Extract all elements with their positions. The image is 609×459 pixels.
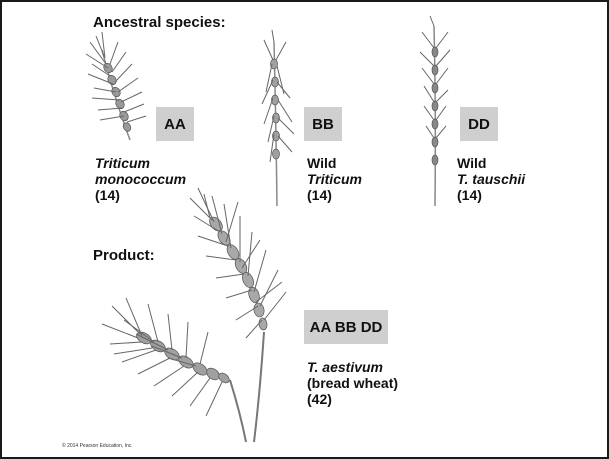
- species-caption-monococcum: Triticum monococcum (14): [95, 155, 186, 203]
- copyright-notice: © 2014 Pearson Education, Inc.: [62, 443, 133, 449]
- genome-label-aa: AA: [156, 107, 194, 141]
- bread-wheat-illustration: [102, 188, 286, 442]
- tauschii-spike-illustration: [420, 16, 450, 206]
- chromosome-count: (14): [307, 187, 362, 203]
- chromosome-count: (14): [95, 187, 186, 203]
- product-chromosome-count: (42): [307, 391, 398, 407]
- genome-label-dd: DD: [460, 107, 498, 141]
- species-name-line1: Wild: [307, 155, 362, 171]
- species-caption-tauschii: Wild T. tauschii (14): [457, 155, 525, 203]
- wild-triticum-spike-illustration: [262, 30, 294, 206]
- product-name: T. aestivum: [307, 359, 398, 375]
- species-name-line2: T. tauschii: [457, 171, 525, 187]
- species-name-line2: monococcum: [95, 171, 186, 187]
- product-heading: Product:: [93, 247, 155, 264]
- species-caption-wild-triticum: Wild Triticum (14): [307, 155, 362, 203]
- monococcum-spike-illustration: [86, 32, 146, 140]
- species-name-line1: Triticum: [95, 155, 186, 171]
- species-name-line2: Triticum: [307, 171, 362, 187]
- species-name-line1: Wild: [457, 155, 525, 171]
- product-common-name: (bread wheat): [307, 375, 398, 391]
- chromosome-count: (14): [457, 187, 525, 203]
- genome-label-aabbdd: AA BB DD: [304, 310, 388, 344]
- genome-label-bb: BB: [304, 107, 342, 141]
- product-caption: T. aestivum (bread wheat) (42): [307, 359, 398, 407]
